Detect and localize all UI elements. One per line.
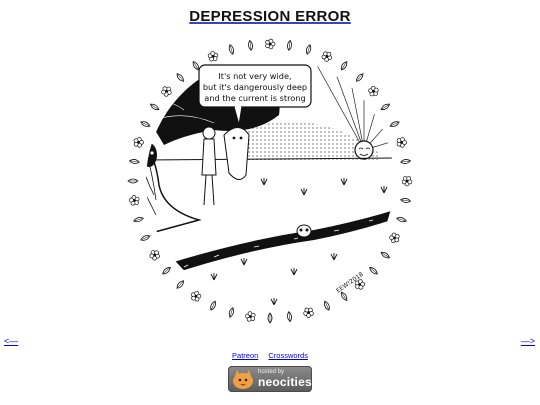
- border-leaf: [287, 311, 292, 323]
- border-leaf: [228, 307, 234, 318]
- patreon-link[interactable]: Patreon: [232, 351, 259, 360]
- person-figure: [201, 126, 217, 206]
- border-flower: [354, 279, 366, 290]
- border-flower: [265, 38, 276, 50]
- border-flower: [303, 307, 314, 318]
- border-flower: [321, 51, 332, 62]
- border-leaf: [228, 44, 234, 55]
- neocities-badge[interactable]: hosted by neocities: [228, 366, 312, 392]
- border-leaf: [133, 217, 144, 223]
- border-flower: [149, 250, 160, 261]
- border-leaf: [380, 103, 391, 111]
- border-leaf: [248, 39, 253, 51]
- crosswords-link[interactable]: Crosswords: [268, 351, 308, 360]
- comic-image: It's not very wide, but it's dangerously…: [127, 38, 413, 324]
- ghost-figure: [223, 127, 250, 180]
- badge-small-text: hosted by: [258, 369, 285, 375]
- page-title: DEPRESSION ERROR: [0, 8, 540, 25]
- border-flower: [133, 137, 144, 148]
- border-flower: [396, 137, 407, 148]
- border-flower: [245, 311, 256, 322]
- border-leaf: [324, 300, 330, 311]
- border-leaf: [267, 312, 273, 324]
- sun-illustration: [354, 140, 374, 160]
- border-leaf: [140, 235, 151, 241]
- skull-illustration: [296, 224, 312, 238]
- next-comic-link[interactable]: —>: [520, 336, 535, 346]
- speech-bubble: It's not very wide, but it's dangerously…: [198, 64, 312, 126]
- border-leaf: [340, 291, 348, 302]
- border-leaf: [389, 121, 400, 127]
- speech-line-2: but it's dangerously deep: [203, 82, 307, 92]
- speech-line-3: and the current is strong: [204, 93, 305, 103]
- border-flower: [129, 195, 140, 206]
- river-illustration: [164, 207, 394, 275]
- border-leaf: [400, 159, 412, 164]
- border-leaf: [176, 280, 184, 289]
- border-flower: [207, 51, 219, 62]
- border-leaf: [340, 60, 348, 71]
- border-leaf: [140, 121, 151, 127]
- badge-big-text: neocities: [258, 375, 312, 389]
- border-leaf: [369, 267, 378, 275]
- speech-line-1: It's not very wide,: [218, 71, 291, 81]
- border-flower: [389, 232, 400, 243]
- border-leaf: [127, 178, 139, 184]
- border-leaf: [306, 44, 312, 55]
- decorative-leaf-border: [127, 38, 413, 324]
- border-flower: [161, 86, 172, 97]
- border-leaf: [176, 73, 184, 82]
- prev-comic-link[interactable]: <—: [4, 336, 19, 346]
- border-leaf: [287, 39, 292, 51]
- border-leaf: [380, 251, 391, 259]
- border-leaf: [149, 103, 160, 111]
- border-flower: [368, 85, 379, 97]
- border-leaf: [356, 73, 364, 82]
- border-flower: [191, 291, 202, 302]
- border-leaf: [210, 300, 216, 311]
- border-flower: [401, 176, 413, 187]
- border-leaf: [128, 159, 140, 164]
- footer-links: Patreon Crosswords: [0, 351, 540, 360]
- title-link[interactable]: DEPRESSION ERROR: [189, 8, 351, 25]
- border-leaf: [396, 217, 407, 223]
- border-leaf: [400, 198, 412, 203]
- neocities-cat-icon: [233, 370, 253, 389]
- border-leaf: [162, 267, 171, 275]
